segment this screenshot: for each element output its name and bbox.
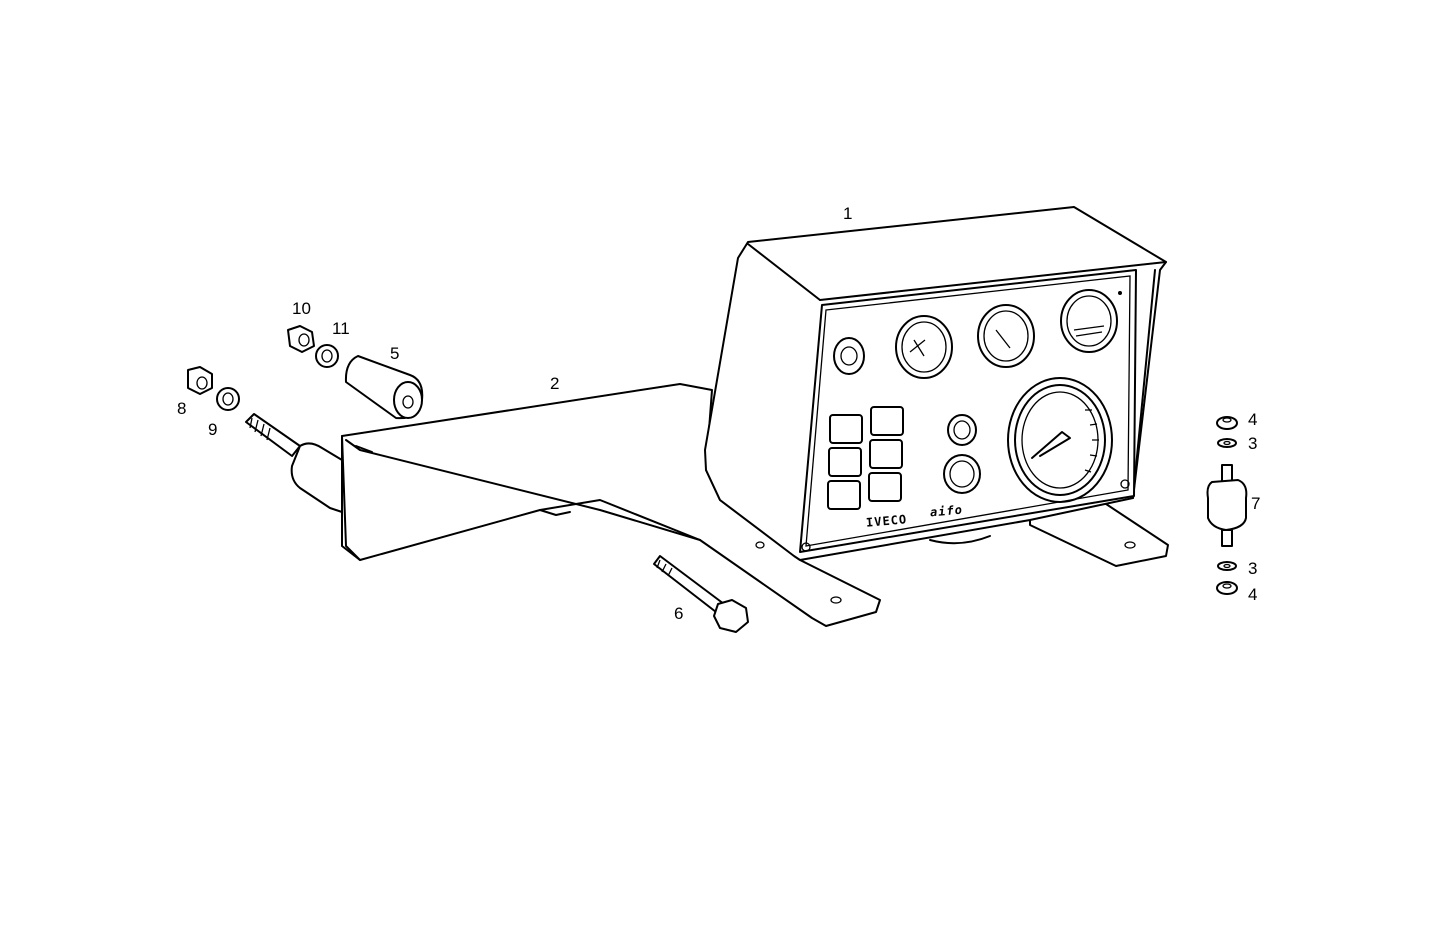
panel-brand-aifo: aifo [929, 502, 964, 520]
bracket-stud [245, 413, 343, 513]
callout-5: 5 [390, 344, 400, 363]
washer-9 [216, 387, 240, 411]
callout-10: 10 [292, 299, 311, 318]
callout-11: 11 [332, 319, 350, 338]
rubber-mount-7 [1206, 464, 1248, 547]
switch-bank [827, 406, 904, 510]
nut-4-bottom [1216, 581, 1238, 595]
callout-4-bottom: 4 [1248, 585, 1258, 604]
nut-10 [287, 325, 315, 353]
gauge [1060, 289, 1118, 353]
spacer-bush-5 [344, 355, 424, 420]
callout-2: 2 [550, 374, 560, 393]
callout-6: 6 [674, 604, 684, 623]
nut-4-top [1216, 416, 1238, 430]
instrument-panel-housing [704, 206, 1167, 561]
nut-8 [187, 366, 213, 395]
callout-3-top: 3 [1248, 434, 1258, 453]
tachometer-gauge [1007, 377, 1113, 503]
callout-8: 8 [177, 399, 187, 418]
callout-4-top: 4 [1248, 410, 1258, 429]
screw-6 [653, 555, 749, 633]
washer-3-bottom [1217, 561, 1237, 571]
gauge [895, 315, 953, 379]
callout-3-bottom: 3 [1248, 559, 1258, 578]
callout-7: 7 [1251, 494, 1261, 513]
washer-3-top [1217, 438, 1237, 448]
washer-11 [315, 344, 339, 368]
callout-1: 1 [843, 204, 853, 223]
callout-9: 9 [208, 420, 218, 439]
gauge [977, 304, 1035, 368]
